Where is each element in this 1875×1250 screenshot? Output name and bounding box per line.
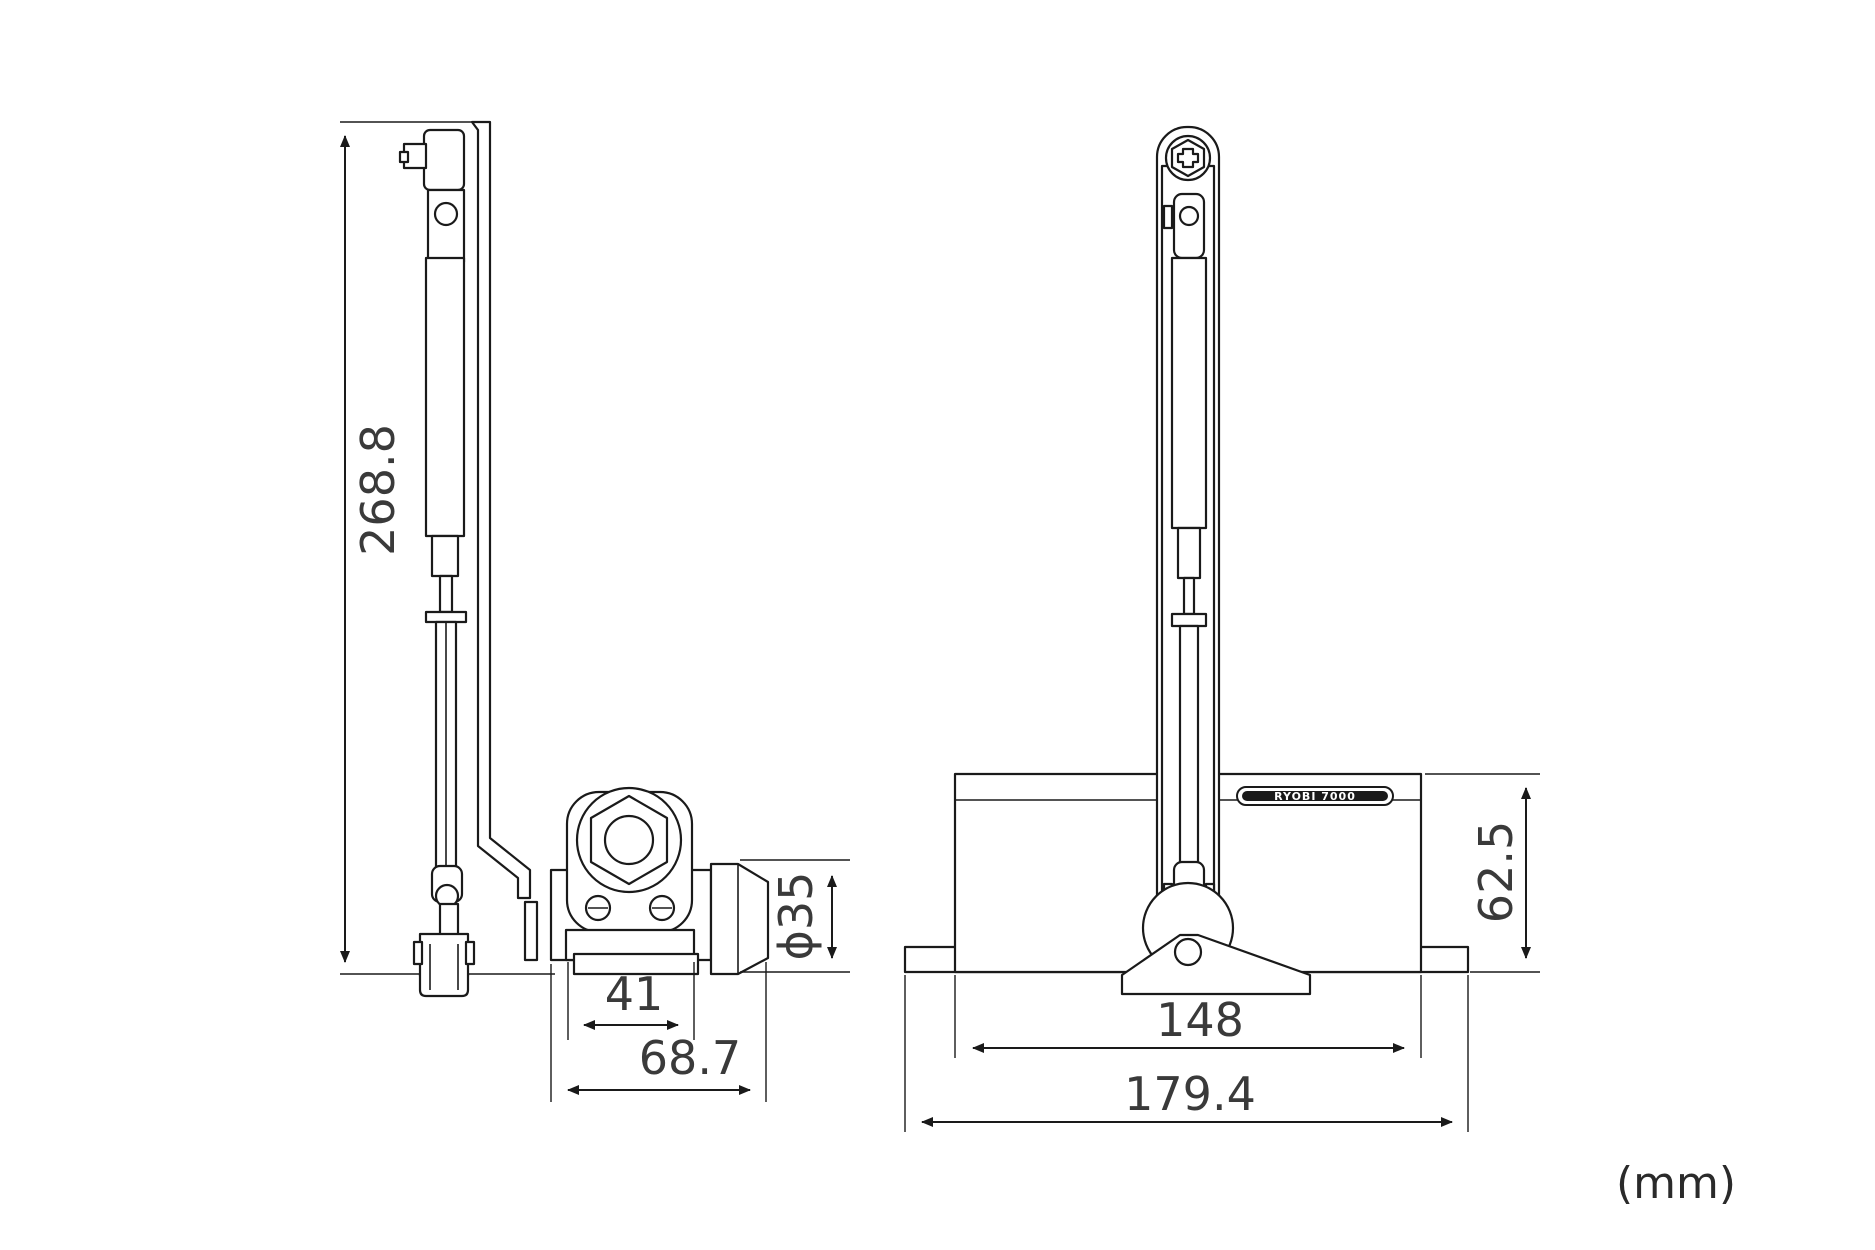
bottom-bracket xyxy=(412,932,476,998)
front-view: RYOBI 7000 xyxy=(903,125,1540,1132)
dimension-overall-length: 179.4 xyxy=(921,1067,1453,1127)
brand-plate: RYOBI 7000 xyxy=(1236,786,1394,806)
pivot-shoe xyxy=(1120,881,1312,996)
dimension-height: 268.8 xyxy=(340,135,405,963)
main-arm xyxy=(470,120,532,900)
dim-label-shoe-width: 41 xyxy=(605,967,664,1021)
side-view: 268.8 41 68.7 ϕ35 xyxy=(340,120,850,1102)
dim-label-diameter: ϕ35 xyxy=(769,872,823,961)
dimension-body-length: 148 xyxy=(972,993,1405,1053)
arm-clip xyxy=(523,900,539,962)
front-arm xyxy=(1155,125,1221,949)
dimension-diameter: ϕ35 xyxy=(740,859,850,973)
unit-label: (mm) xyxy=(1616,1158,1736,1209)
dimension-body-depth: 68.7 xyxy=(567,1031,751,1095)
closer-body-side xyxy=(549,786,770,976)
brand-plate-text: RYOBI 7000 xyxy=(1274,790,1356,803)
dim-label-height: 268.8 xyxy=(351,424,405,556)
dimension-shoe-width: 41 xyxy=(583,967,679,1030)
dim-label-body-height: 62.5 xyxy=(1469,821,1523,923)
dim-label-body-depth: 68.7 xyxy=(639,1031,741,1085)
dim-label-overall-length: 179.4 xyxy=(1124,1067,1256,1121)
dim-label-body-length: 148 xyxy=(1156,993,1244,1047)
connecting-rod xyxy=(398,128,468,942)
dimension-body-height: 62.5 xyxy=(1425,773,1540,973)
